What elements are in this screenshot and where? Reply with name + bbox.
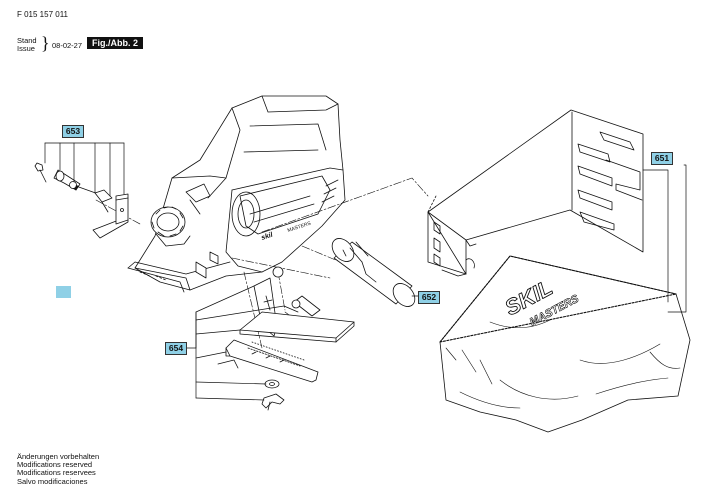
stand-label: Stand [17, 36, 37, 45]
footer-line-de: Änderungen vorbehalten [17, 452, 100, 461]
issue-date: 08-02-27 [52, 41, 83, 50]
footer-line-fr: Modifications reservees [17, 468, 96, 478]
footer-line-en: Modifications reserved [17, 460, 93, 470]
dust-bag [439, 255, 691, 433]
callout-651: 651 [651, 152, 673, 165]
footer-line-es: Salvo modificaciones [17, 476, 88, 486]
callout-653-leaders [44, 142, 125, 197]
highlight-swatch [56, 286, 71, 298]
callout-652: 652 [418, 291, 440, 304]
figure-label: Fig./Abb. 2 [87, 37, 143, 49]
callout-654: 654 [165, 342, 187, 355]
callout-654-leaders [185, 285, 285, 401]
stand-issue-labels: Stand Issue [17, 37, 37, 53]
part-651-deflector [427, 109, 644, 277]
callout-653: 653 [62, 125, 84, 138]
part-654-parallel-guide [217, 266, 355, 411]
brace-glyph: } [41, 33, 50, 53]
callout-651-bracket [642, 169, 669, 303]
footer-notes: Änderungen vorbehalten Modifications res… [17, 452, 100, 486]
callout-651-side-leader [667, 164, 687, 313]
document-number: F 015 157 011 [17, 10, 69, 19]
svg-text:skil: skil [260, 231, 274, 242]
part-653-components [34, 162, 129, 239]
part-652-extraction-adapter [331, 238, 416, 307]
planer-tool: skil MASTERS [127, 95, 346, 293]
issue-label: Issue [17, 44, 35, 53]
